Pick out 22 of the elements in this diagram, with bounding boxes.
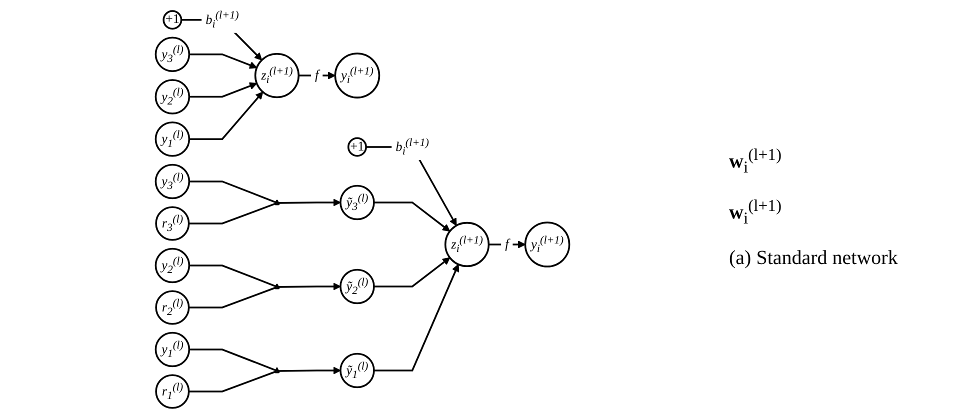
connector [189,264,277,288]
arrow [189,92,264,140]
connector [188,286,277,308]
arrow [278,282,341,290]
connector [189,180,277,204]
arrow [374,257,450,288]
arrow [278,366,341,374]
arrow [189,53,258,69]
text-label: (a) Standard network [728,246,899,270]
arrow [278,198,341,206]
arrow [374,202,450,232]
edge-label: f [505,237,509,252]
connector [188,202,277,224]
arrow [488,240,526,248]
arrow [374,264,460,372]
node-circle: +1 [162,10,182,30]
edge-label: f [315,68,319,82]
connector [189,348,277,372]
connector [188,370,277,392]
node-circle: +1 [347,137,367,157]
arrow [298,72,336,80]
arrow [189,82,258,98]
